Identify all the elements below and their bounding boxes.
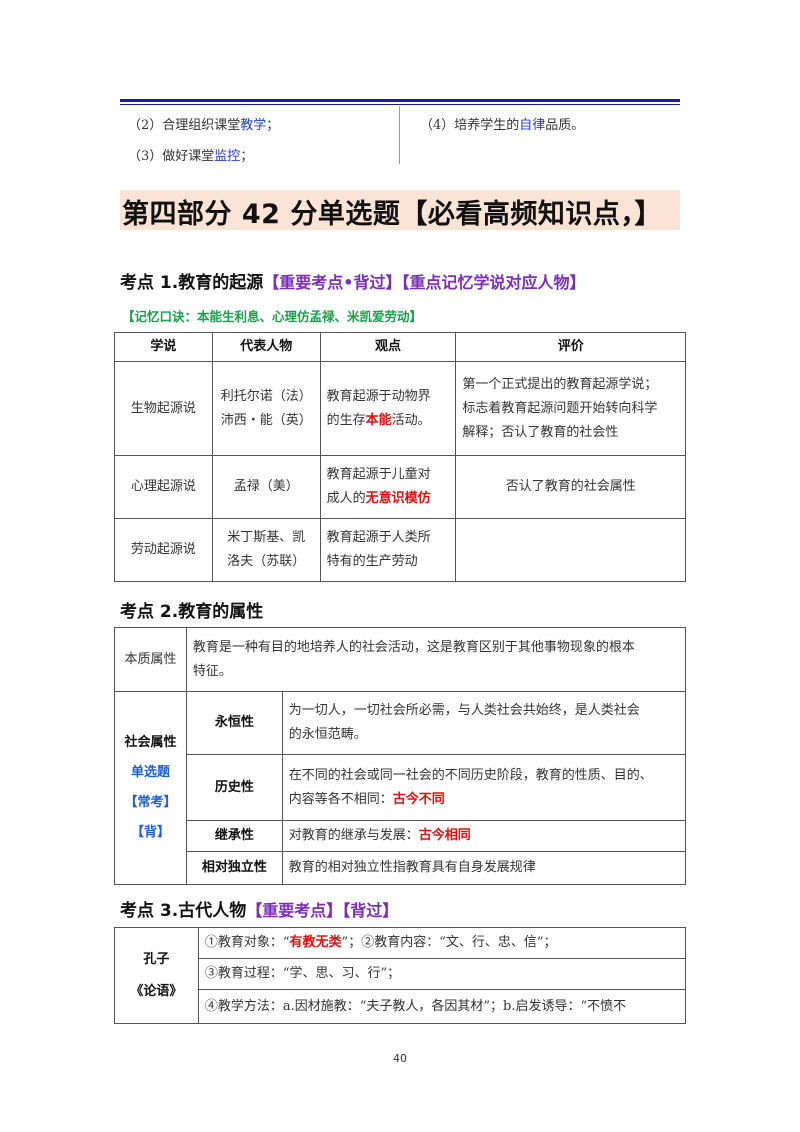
table-row: ③教育过程：“学、思、习、行”； (115, 958, 687, 990)
table-header-row: 学说 代表人物 观点 评价 (114, 332, 686, 362)
table-row: 劳动起源说 米丁斯基、凯 洛夫（苏联） 教育起源于人类所 特有的生产劳动 (114, 518, 686, 582)
attribute-name: 永恒性 (185, 691, 283, 755)
theory-cell: 生物起源说 (114, 361, 213, 456)
table-row: 心理起源说 孟禄（美） 教育起源于儿童对 成人的无意识模仿 否认了教育的社会属性 (114, 455, 686, 519)
column-separator (399, 106, 400, 164)
attribute-desc: 教育的相对独立性指教育具有自身发展规律 (281, 851, 687, 885)
part-banner (120, 190, 680, 230)
col-header: 学说 (114, 332, 213, 362)
theory-cell: 心理起源说 (114, 455, 213, 519)
table-row: 继承性 对教育的继承与发展：古今相同 (115, 820, 687, 852)
person-cell: 利托尔诺（法） 沛西・能（英） (211, 361, 321, 456)
section3-heading: 考点 3.古代人物【重要考点】【背过】 (120, 901, 399, 921)
view-cell: 教育起源于人类所 特有的生产劳动 (319, 518, 457, 582)
attribute-desc: 为一切人，一切社会所必需，与人类社会共始终，是人类社会 的永恒范畴。 (281, 691, 687, 755)
col-header: 评价 (455, 332, 686, 362)
evaluation-cell (455, 518, 686, 582)
content-cell: ④教学方法：a.因材施教：“夫子教人，各因其材”；b.启发诱导：“不愤不 (197, 989, 687, 1024)
evaluation-cell: 否认了教育的社会属性 (455, 455, 686, 519)
table-row: ④教学方法：a.因材施教：“夫子教人，各因其材”；b.启发诱导：“不愤不 (115, 989, 687, 1024)
table-row: 历史性 在不同的社会或同一社会的不同历史阶段，教育的性质、目的、 内容等各不相同… (115, 754, 687, 821)
table-row: 生物起源说 利托尔诺（法） 沛西・能（英） 教育起源于动物界 的生存本能活动。 … (114, 361, 686, 456)
page-number: 40 (393, 1052, 407, 1065)
table-row: 社会属性 单选题 【常考】 【背】 永恒性 为一切人，一切社会所必需，与人类社会… (114, 691, 687, 885)
attribute-table: 本质属性 教育是一种有目的地培养人的社会活动，这是教育区别于其他事物现象的根本 … (114, 627, 687, 885)
content-cell: ①教育对象：“有教无类”；②教育内容：“文、行、忠、信”； (197, 927, 687, 959)
col-header: 观点 (319, 332, 457, 362)
header-rule-thin (120, 104, 680, 105)
figure-table: 孔子 《论语》 ①教育对象：“有教无类”；②教育内容：“文、行、忠、信”； ③教… (114, 927, 687, 1024)
attribute-name: 历史性 (185, 754, 283, 821)
essence-text: 教育是一种有目的地培养人的社会活动，这是教育区别于其他事物现象的根本 特征。 (185, 627, 687, 692)
evaluation-cell: 第一个正式提出的教育起源学说； 标志着教育起源问题开始转向科学 解释；否认了教育… (455, 361, 686, 456)
social-label-cell: 社会属性 单选题 【常考】 【背】 (114, 691, 187, 885)
person-cell: 米丁斯基、凯 洛夫（苏联） (211, 518, 321, 582)
list-item-2: （2）合理组织课堂教学； (128, 118, 280, 133)
essence-label: 本质属性 (114, 627, 187, 692)
view-cell: 教育起源于儿童对 成人的无意识模仿 (319, 455, 457, 519)
mnemonic-note: 【记忆口诀：本能生利息、心理仿孟禄、米凯爱劳动】 (122, 309, 423, 324)
person-cell: 孔子 《论语》 (114, 927, 199, 1024)
table-row: 孔子 《论语》 ①教育对象：“有教无类”；②教育内容：“文、行、忠、信”； (114, 927, 687, 1024)
col-header: 代表人物 (211, 332, 321, 362)
attribute-name: 继承性 (185, 820, 283, 852)
list-item-4: （4）培养学生的自律品质。 (420, 118, 585, 133)
attribute-desc: 对教育的继承与发展：古今相同 (281, 820, 687, 852)
part-title: 第四部分 42 分单选题【必看高频知识点，】 (122, 199, 662, 230)
header-rule-thick (120, 99, 680, 102)
attribute-desc: 在不同的社会或同一社会的不同历史阶段，教育的性质、目的、 内容等各不相同：古今不… (281, 754, 687, 821)
section2-heading: 考点 2.教育的属性 (120, 602, 264, 622)
view-cell: 教育起源于动物界 的生存本能活动。 (319, 361, 457, 456)
table-row: 相对独立性 教育的相对独立性指教育具有自身发展规律 (115, 851, 687, 885)
table-row: 本质属性 教育是一种有目的地培养人的社会活动，这是教育区别于其他事物现象的根本 … (114, 627, 687, 692)
person-cell: 孟禄（美） (211, 455, 321, 519)
section1-heading: 考点 1.教育的起源【重要考点•背过】【重点记忆学说对应人物】 (120, 273, 586, 293)
attribute-name: 相对独立性 (185, 851, 283, 885)
origin-table: 学说 代表人物 观点 评价 生物起源说 利托尔诺（法） 沛西・能（英） 教育起源… (114, 332, 686, 582)
content-cell: ③教育过程：“学、思、习、行”； (197, 958, 687, 990)
list-item-3: （3）做好课堂监控； (128, 149, 254, 164)
theory-cell: 劳动起源说 (114, 518, 213, 582)
